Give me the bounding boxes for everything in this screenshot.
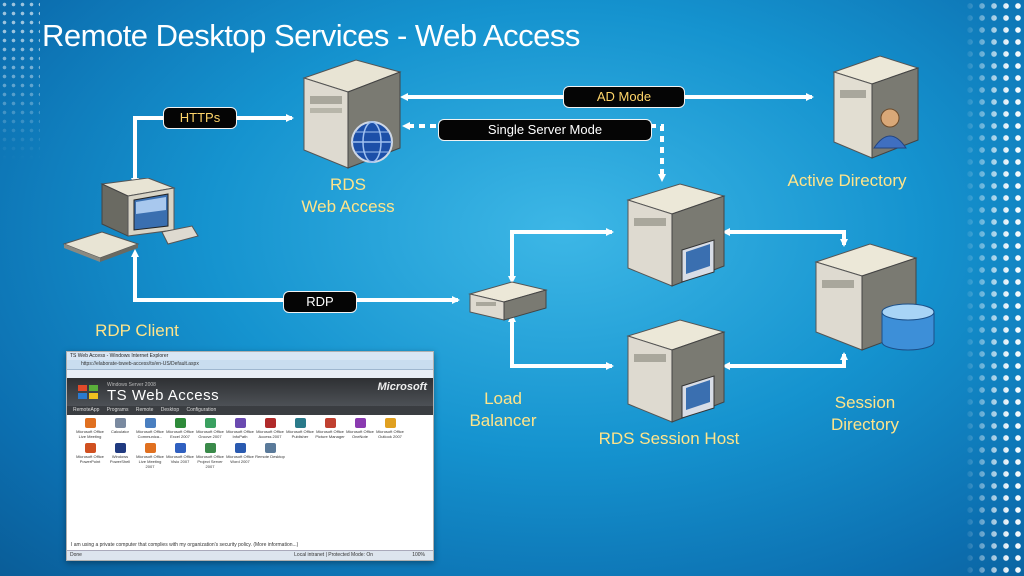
app-tile-label: Remote Desktop [255,454,285,459]
app-tile-icon [174,418,186,428]
single-server-mode-pill: Single Server Mode [438,119,652,141]
app-tile: Microsoft Office Publisher [285,418,315,439]
app-tile: Microsoft Office Access 2007 [255,418,285,439]
app-tile-icon [144,443,156,453]
app-tile: Remote Desktop [255,443,285,459]
private-computer-checkbox: I am using a private computer that compl… [71,542,299,548]
slide-title: Remote Desktop Services - Web Access [42,18,580,53]
app-tile-icon [144,418,156,428]
app-tile-icon [114,418,126,428]
decorative-dots-left [0,0,40,160]
ts-web-access-screenshot: TS Web Access - Windows Internet Explore… [66,351,434,561]
app-tile-icon [384,418,396,428]
status-zoom: 100% [412,552,425,558]
active-directory-server-icon [832,55,920,159]
app-tile-icon [204,418,216,428]
app-tile-icon [294,418,306,428]
app-tile-icon [204,443,216,453]
app-tile-label: Microsoft Office Word 2007 [226,454,254,464]
app-tile-icon [264,443,276,453]
lb-to-host-bottom-connector [508,314,614,370]
brand-logo: Microsoft [377,381,428,393]
ts-web-access-header: Windows Server 2008 TS Web Access Micros… [67,378,433,406]
app-tile: Calculator [105,418,135,434]
app-tile: Microsoft Office Visio 2007 [165,443,195,464]
rdp-client-label: RDP Client [95,321,179,340]
app-tile: Microsoft Office Outlook 2007 [375,418,405,439]
app-tile-icon [234,443,246,453]
load-balancer-device-icon [468,281,548,321]
header-subtitle: Windows Server 2008 [107,382,156,388]
app-tile: Windows PowerShell [105,443,135,464]
app-tile: Microsoft Office Live Meeting 2007 [135,443,165,469]
app-tile: Microsoft Office InfoPath [225,418,255,439]
ts-web-access-tabs: RemoteApp Programs Remote Desktop Config… [67,406,433,415]
status-text: Done [70,552,82,558]
app-tile-icon [234,418,246,428]
app-tile-label: Microsoft Office PowerPoint [76,454,104,464]
lb-to-host-top-connector [508,228,614,284]
app-tile: Microsoft Office Word 2007 [225,443,255,464]
app-tile-icon [264,418,276,428]
session-directory-label: Session Directory [830,393,899,434]
browser-status-bar: Done Local intranet | Protected Mode: On… [67,550,433,560]
active-directory-label: Active Directory [787,171,907,190]
rdp-pill: RDP [283,291,357,313]
app-tile-label: Calculator [110,429,129,434]
app-tile-icon [84,443,96,453]
app-tile-label: Microsoft Office Visio 2007 [166,454,194,464]
browser-favorites-bar [67,370,433,378]
app-tile-label: Microsoft Office Project Server 2007 [196,454,224,469]
app-tile: Microsoft Office Communica... [135,418,165,439]
browser-title-bar: TS Web Access - Windows Internet Explore… [67,352,433,360]
app-tile-icon [354,418,366,428]
rdp-client-computer-icon [62,178,199,262]
header-title: TS Web Access [107,387,220,404]
app-tile-label: Microsoft Office InfoPath [226,429,254,439]
app-tile-label: Microsoft Office Communica... [136,429,164,439]
host-bottom-to-directory-connector [722,352,848,370]
decorative-dots-right [964,0,1024,576]
rds-web-access-server-icon [302,59,402,169]
rds-session-host-server-icon-bottom [626,319,726,423]
app-tile-label: Microsoft Office Access 2007 [256,429,284,439]
host-top-to-directory-connector [722,228,848,247]
https-connector [131,114,294,186]
app-tile-icon [114,443,126,453]
single-server-mode-connector [402,122,666,182]
app-tile-label: Microsoft Office OneNote [346,429,374,439]
rds-web-access-label: RDS Web Access [301,175,395,216]
session-directory-server-icon [814,243,935,351]
rds-session-host-label: RDS Session Host [598,429,740,448]
app-tile-label: Microsoft Office Live Meeting [76,429,104,439]
rds-session-host-server-icon-top [626,183,726,287]
ad-mode-pill: AD Mode [563,86,685,108]
app-tile: Microsoft Office OneNote [345,418,375,439]
app-tile-label: Microsoft Office Live Meeting 2007 [136,454,164,469]
app-tile-label: Microsoft Office Publisher [286,429,314,439]
app-tile-label: Microsoft Office Outlook 2007 [376,429,404,439]
https-pill: HTTPs [163,107,237,129]
app-tile-label: Microsoft Office Groove 2007 [196,429,224,439]
app-tile: Microsoft Office Picture Manager [315,418,345,439]
load-balancer-label: Load Balancer [469,389,537,430]
windows-logo-icon [78,385,98,399]
app-tile-label: Windows PowerShell [109,454,131,464]
app-tile: Microsoft Office Excel 2007 [165,418,195,439]
app-tile-label: Microsoft Office Picture Manager [315,429,345,439]
status-zone: Local intranet | Protected Mode: On [294,552,373,558]
app-tile-label: Microsoft Office Excel 2007 [166,429,194,439]
app-tile: Microsoft Office Live Meeting [75,418,105,439]
app-tile: Microsoft Office PowerPoint [75,443,105,464]
app-tile: Microsoft Office Groove 2007 [195,418,225,439]
app-tile-icon [174,443,186,453]
browser-address-bar: https://elaborate-tsweb-access/ts/en-US/… [67,360,433,370]
app-tile: Microsoft Office Project Server 2007 [195,443,225,469]
app-tile-icon [84,418,96,428]
app-tile-icon [324,418,336,428]
